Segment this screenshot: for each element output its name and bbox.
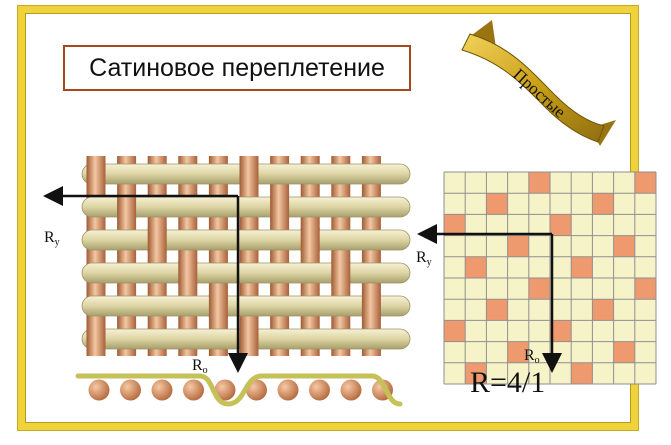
weft-cross-section bbox=[340, 379, 362, 401]
weft-thread bbox=[81, 229, 411, 251]
grid-cell-marked bbox=[592, 193, 614, 215]
warp-thread bbox=[178, 156, 198, 356]
grid-cell-marked bbox=[592, 299, 614, 321]
grid-ro-label: Rо bbox=[524, 347, 540, 366]
grid-cell-marked bbox=[613, 341, 635, 363]
warp-thread bbox=[208, 156, 228, 356]
grid-cell-marked bbox=[634, 278, 656, 300]
ribbon-banner: Простые bbox=[461, 20, 616, 146]
grid-cell-marked bbox=[444, 320, 466, 342]
weave-repeat-arrows bbox=[43, 186, 248, 373]
weave-ro-label: Rо bbox=[192, 357, 208, 376]
warp-thread bbox=[331, 156, 351, 356]
weave-cross-section bbox=[75, 373, 403, 407]
weft-cross-section bbox=[246, 379, 267, 401]
grid-cell-marked bbox=[634, 172, 656, 194]
weft-cross-section bbox=[309, 379, 330, 401]
grid-cell-marked bbox=[486, 193, 508, 215]
grid-cell-marked bbox=[528, 278, 550, 300]
warp-float bbox=[117, 195, 137, 219]
grid-cell-marked bbox=[571, 362, 593, 384]
grid-cell-marked bbox=[528, 172, 550, 194]
warp-float bbox=[178, 261, 198, 285]
weft-thread bbox=[81, 295, 411, 317]
warp-thread bbox=[270, 156, 290, 356]
warp-float bbox=[86, 162, 106, 186]
grid-cell-marked bbox=[465, 362, 487, 384]
grid-cell-marked bbox=[444, 214, 466, 236]
weft-cross-section bbox=[151, 379, 173, 401]
weft-cross-section bbox=[120, 379, 141, 401]
warp-thread bbox=[361, 156, 381, 356]
weft-cross-section bbox=[88, 379, 110, 401]
page-title: Сатиновое переплетение bbox=[89, 53, 385, 82]
weft-cross-section bbox=[183, 379, 204, 401]
weave-illustration bbox=[81, 156, 411, 356]
warp-float bbox=[300, 228, 320, 252]
weft-cross-section bbox=[277, 379, 299, 401]
grid-cell-marked bbox=[571, 256, 593, 278]
warp-float bbox=[208, 294, 228, 318]
ribbon-label: Простые bbox=[509, 65, 569, 122]
warp-float bbox=[331, 261, 351, 285]
title-box: Сатиновое переплетение bbox=[63, 45, 411, 91]
grid-cell-marked bbox=[613, 235, 635, 257]
warp-float bbox=[270, 195, 290, 219]
grid-cell-marked bbox=[465, 256, 487, 278]
warp-float bbox=[361, 294, 381, 318]
repeat-formula: R=4/1 bbox=[470, 366, 546, 399]
grid-cell-marked bbox=[507, 235, 529, 257]
warp-float bbox=[86, 327, 106, 351]
warp-float bbox=[147, 228, 167, 252]
grid-cell-marked bbox=[486, 299, 508, 321]
weave-ry-label: Rу bbox=[44, 229, 60, 248]
weft-thread bbox=[81, 196, 411, 218]
grid-cell-marked bbox=[550, 320, 572, 342]
warp-float bbox=[239, 327, 259, 351]
warp-thread bbox=[117, 156, 137, 356]
binding-thread bbox=[75, 373, 403, 407]
weft-thread bbox=[81, 262, 411, 284]
weft-cross-section bbox=[214, 379, 236, 401]
grid-ry-label: Rу bbox=[416, 249, 432, 268]
grid-cell-marked bbox=[507, 341, 529, 363]
grid-cell-marked bbox=[550, 214, 572, 236]
grid-repeat-arrows bbox=[417, 224, 562, 373]
warp-float bbox=[239, 162, 259, 186]
weave-repeat-grid bbox=[443, 171, 657, 385]
warp-thread bbox=[300, 156, 320, 356]
warp-thread bbox=[147, 156, 167, 356]
